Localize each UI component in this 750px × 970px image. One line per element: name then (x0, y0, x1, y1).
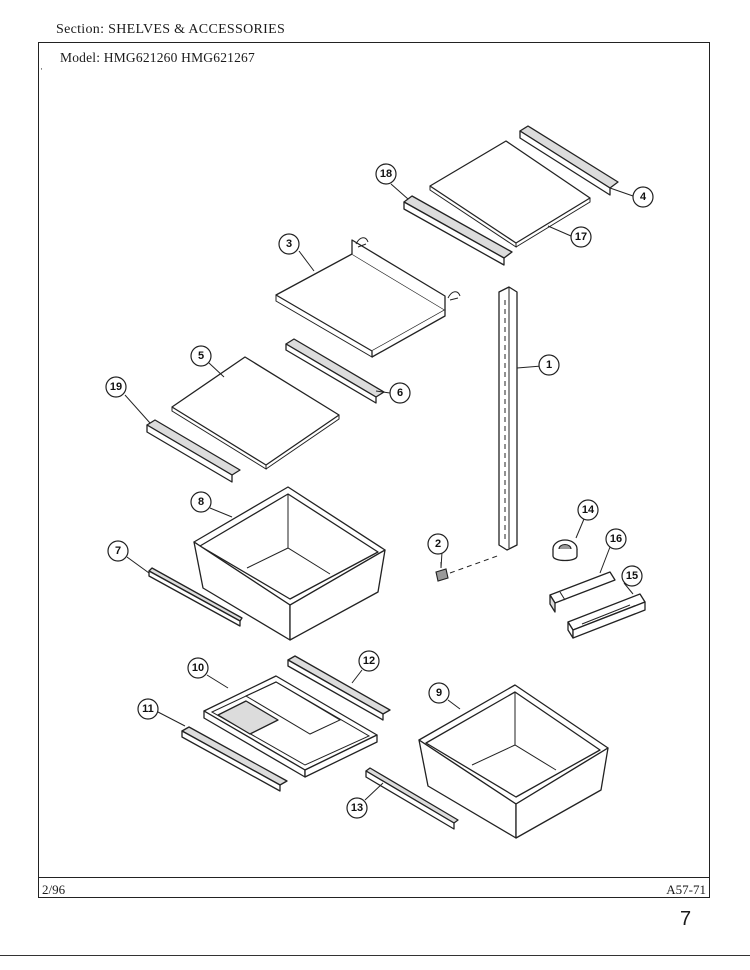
callout-4: 4 (632, 186, 654, 208)
svg-text:2: 2 (435, 538, 441, 550)
part-8-crisper-pan (193, 486, 386, 641)
callout-2: 2 (427, 533, 449, 555)
callout-13: 13 (346, 797, 368, 819)
part-13-pan-trim (365, 767, 459, 830)
part-10-pan-cover (203, 675, 378, 778)
callout-10: 10 (187, 657, 209, 679)
callout-1: 1 (538, 354, 560, 376)
svg-text:10: 10 (192, 662, 204, 674)
callout-3: 3 (278, 233, 300, 255)
callout-5: 5 (190, 345, 212, 367)
part-18-shelf-trim (403, 195, 513, 266)
part-12-cover-trim (287, 655, 391, 721)
page-number: 7 (680, 908, 692, 930)
callout-12: 12 (358, 650, 380, 672)
callout-7: 7 (107, 540, 129, 562)
svg-text:4: 4 (640, 191, 647, 203)
leader-lines (124, 183, 634, 801)
part-7-pan-trim (148, 567, 243, 627)
date-code: 2/96 (42, 882, 66, 897)
svg-text:3: 3 (286, 238, 292, 250)
svg-text:18: 18 (380, 168, 392, 180)
callout-11: 11 (137, 698, 159, 720)
part-9-crisper-pan (418, 684, 609, 839)
svg-text:7: 7 (115, 545, 121, 557)
svg-text:5: 5 (198, 350, 204, 362)
svg-text:6: 6 (397, 387, 403, 399)
footer-rule (38, 877, 710, 878)
callout-9: 9 (428, 682, 450, 704)
svg-text:9: 9 (436, 687, 442, 699)
callout-16: 16 (605, 528, 627, 550)
callout-8: 8 (190, 491, 212, 513)
callout-6: 6 (389, 382, 411, 404)
svg-text:12: 12 (363, 655, 375, 667)
svg-text:16: 16 (610, 533, 622, 545)
svg-text:8: 8 (198, 496, 204, 508)
part-4-shelf-trim (519, 125, 619, 196)
part-17-glass-shelf (429, 140, 591, 248)
svg-text:1: 1 (546, 359, 552, 371)
scan-speck: · (40, 64, 43, 74)
figure-code: A57-71 (666, 882, 706, 897)
callout-18: 18 (375, 163, 397, 185)
callout-17: 17 (570, 226, 592, 248)
model-label: Model: (60, 50, 101, 65)
svg-text:19: 19 (110, 381, 122, 393)
section-label: Section: (56, 22, 105, 37)
model-line: Model: HMG621260 HMG621267 (60, 50, 255, 66)
svg-text:11: 11 (142, 703, 154, 715)
diagram-frame (38, 42, 710, 898)
part-11-cover-trim (181, 726, 288, 792)
part-16-control-housing (549, 571, 616, 613)
callout-14: 14 (577, 499, 599, 521)
svg-text:15: 15 (626, 570, 638, 582)
part-2-screw (435, 554, 501, 582)
svg-text:14: 14 (582, 504, 595, 516)
part-1-shelf-support (498, 286, 518, 551)
part-19-shelf-trim (146, 419, 241, 483)
model-value: HMG621260 HMG621267 (103, 50, 255, 65)
bottom-rule (0, 955, 750, 956)
svg-text:17: 17 (575, 231, 587, 243)
svg-text:13: 13 (351, 802, 363, 814)
section-line: Section: SHELVES & ACCESSORIES (56, 22, 285, 38)
callout-15: 15 (621, 565, 643, 587)
callout-19: 19 (105, 376, 127, 398)
part-14-control-knob (552, 539, 578, 562)
section-value: SHELVES & ACCESSORIES (108, 22, 286, 37)
part-3-cantilever-shelf (275, 237, 461, 358)
part-15-control-cover (567, 593, 646, 639)
